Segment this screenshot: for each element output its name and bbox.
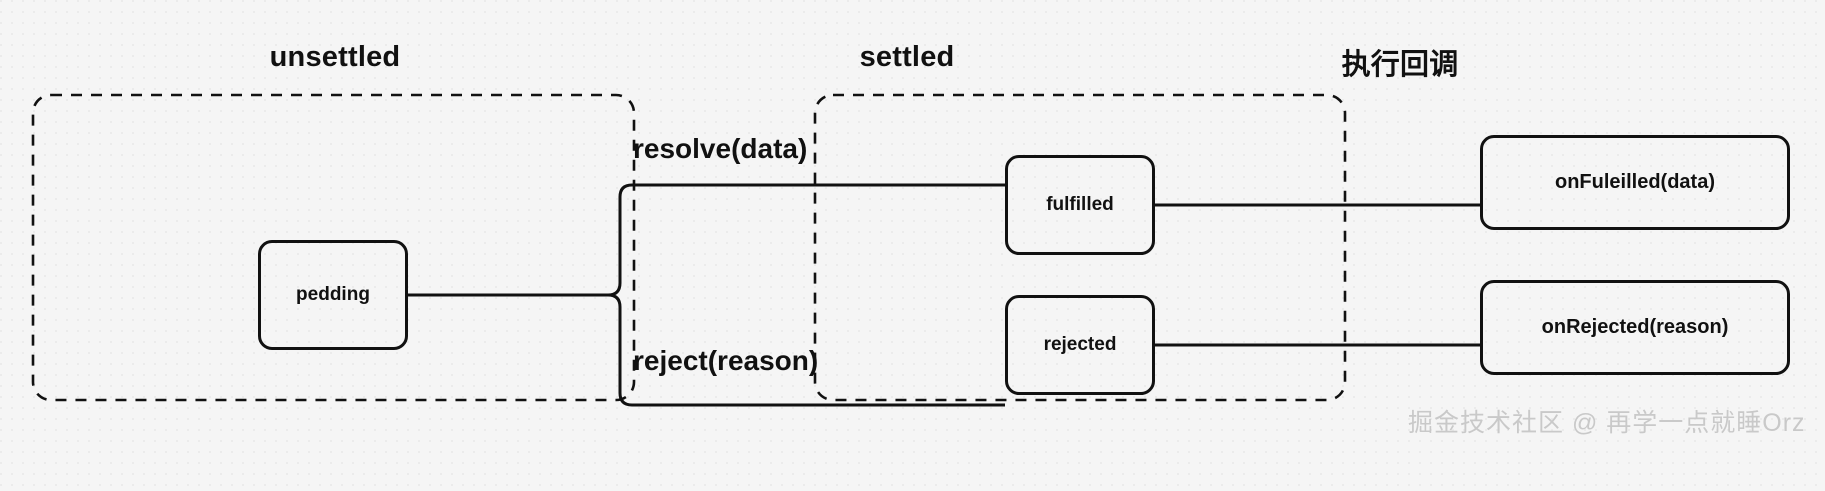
group-title-2: settled (859, 41, 955, 73)
node-rejected[interactable]: rejected (1005, 295, 1155, 395)
group-title-1: unsettled (269, 41, 401, 73)
watermark: 掘金技术社区 @ 再学一点就睡Orz (1408, 409, 1806, 437)
node-onrejected[interactable]: onRejected(reason) (1480, 280, 1790, 375)
fork-to-fulfilled (607, 183, 1005, 297)
resolve-label: resolve(data) (633, 133, 808, 164)
group-connectors (408, 183, 1480, 407)
node-fulfilled[interactable]: fulfilled (1005, 155, 1155, 255)
reject-label: reject(reason) (633, 345, 819, 376)
node-onfuleilled[interactable]: onFuleilled(data) (1480, 135, 1790, 230)
group-title-3: 执行回调 (1341, 49, 1459, 81)
node-pedding[interactable]: pedding (258, 240, 408, 350)
